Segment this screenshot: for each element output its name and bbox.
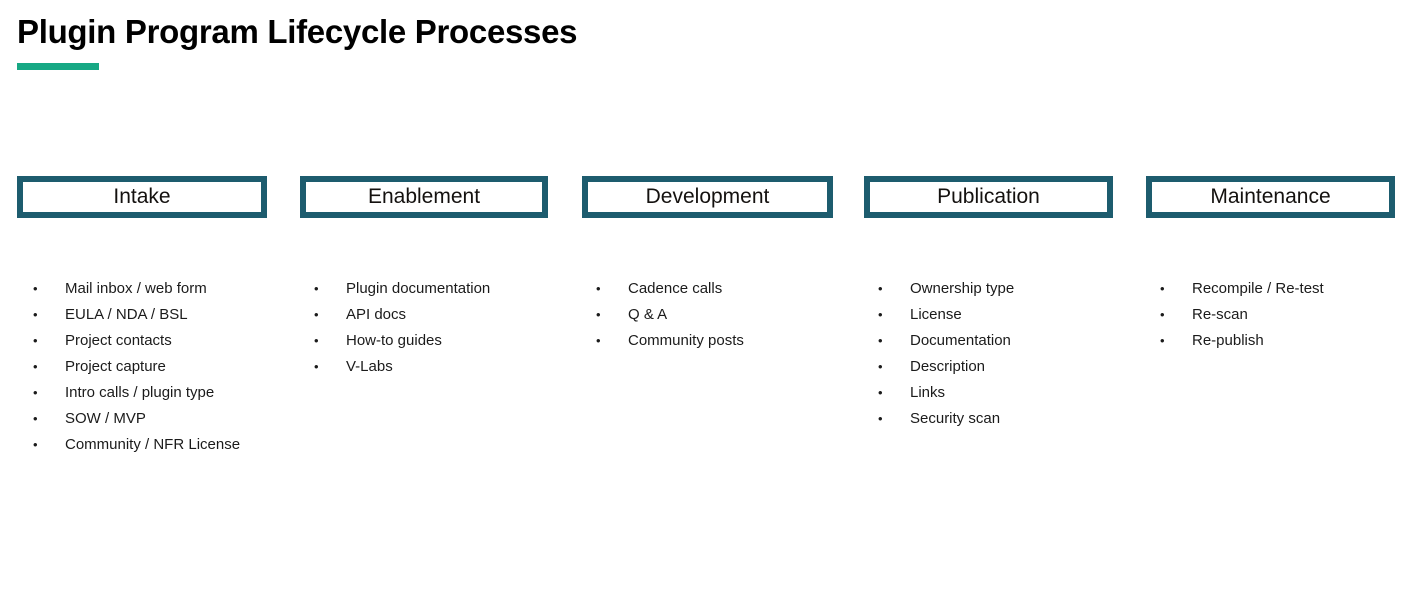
list-item: • Project contacts xyxy=(33,328,353,354)
stage-column-development: Development • Cadence calls • Q & A • Co… xyxy=(582,176,833,349)
bullet-icon: • xyxy=(314,333,319,348)
bullet-icon: • xyxy=(33,359,38,374)
list-item-label: Cadence calls xyxy=(628,280,723,297)
stage-item-list-intake: • Mail inbox / web form • EULA / NDA / B… xyxy=(33,276,353,458)
bullet-icon: • xyxy=(596,307,601,322)
stage-item-list-maintenance: • Recompile / Re-test • Re-scan • Re-pub… xyxy=(1160,276,1427,354)
stage-column-publication: Publication • Ownership type • License •… xyxy=(864,176,1113,427)
list-item-label: Q & A xyxy=(628,306,668,323)
list-item-label: Community posts xyxy=(628,332,744,349)
bullet-icon: • xyxy=(1160,307,1165,322)
list-item-label: API docs xyxy=(346,306,407,323)
bullet-icon: • xyxy=(878,281,883,296)
slide-header: Plugin Program Lifecycle Processes xyxy=(17,10,1357,70)
list-item-label: Community / NFR License xyxy=(65,436,241,453)
list-item-label: Re-scan xyxy=(1192,306,1248,323)
stage-header-publication[interactable]: Publication xyxy=(864,176,1113,218)
list-item: • How-to guides xyxy=(314,328,634,354)
bullet-icon: • xyxy=(878,333,883,348)
list-item-label: Project capture xyxy=(65,358,166,375)
bullet-icon: • xyxy=(878,411,883,426)
list-item: • Cadence calls xyxy=(596,276,916,302)
list-item-label: How-to guides xyxy=(346,332,442,349)
list-item: • Community posts xyxy=(596,328,916,354)
list-item-label: EULA / NDA / BSL xyxy=(65,306,188,323)
list-item: • SOW / MVP xyxy=(33,406,353,432)
list-item: • API docs xyxy=(314,302,634,328)
list-item-label: Project contacts xyxy=(65,332,172,349)
list-item: • Security scan xyxy=(878,406,1198,432)
list-item: • Documentation xyxy=(878,328,1198,354)
stage-header-intake[interactable]: Intake xyxy=(17,176,267,218)
stage-column-maintenance: Maintenance • Recompile / Re-test • Re-s… xyxy=(1146,176,1395,349)
bullet-icon: • xyxy=(596,281,601,296)
list-item: • Mail inbox / web form xyxy=(33,276,353,302)
list-item: • Community / NFR License xyxy=(33,432,353,458)
bullet-icon: • xyxy=(1160,281,1165,296)
list-item-label: Security scan xyxy=(910,410,1001,427)
list-item-label: Intro calls / plugin type xyxy=(65,384,215,401)
list-item: • Plugin documentation xyxy=(314,276,634,302)
list-item: • Description xyxy=(878,354,1198,380)
bullet-icon: • xyxy=(596,333,601,348)
bullet-icon: • xyxy=(33,411,38,426)
list-item-label: Re-publish xyxy=(1192,332,1264,349)
bullet-icon: • xyxy=(314,281,319,296)
list-item-label: Mail inbox / web form xyxy=(65,280,207,297)
lifecycle-process-row: Intake • Mail inbox / web form • EULA / … xyxy=(0,176,1427,476)
list-item: • Intro calls / plugin type xyxy=(33,380,353,406)
stage-title: Maintenance xyxy=(1210,185,1331,208)
stage-item-list-development: • Cadence calls • Q & A • Community post… xyxy=(596,276,916,354)
bullet-icon: • xyxy=(33,385,38,400)
list-item: • Links xyxy=(878,380,1198,406)
stage-column-enablement: Enablement • Plugin documentation • API … xyxy=(300,176,548,375)
list-item-label: Recompile / Re-test xyxy=(1192,280,1324,297)
list-item: • EULA / NDA / BSL xyxy=(33,302,353,328)
list-item-label: V-Labs xyxy=(346,358,393,375)
list-item: • License xyxy=(878,302,1198,328)
bullet-icon: • xyxy=(878,359,883,374)
bullet-icon: • xyxy=(878,307,883,322)
list-item-label: Ownership type xyxy=(910,280,1015,297)
list-item: • Re-publish xyxy=(1160,328,1427,354)
list-item-label: Documentation xyxy=(910,332,1011,349)
stage-header-development[interactable]: Development xyxy=(582,176,833,218)
list-item: • Project capture xyxy=(33,354,353,380)
stage-title: Enablement xyxy=(367,185,481,208)
bullet-icon: • xyxy=(314,307,319,322)
bullet-icon: • xyxy=(33,333,38,348)
list-item-label: License xyxy=(910,306,962,323)
list-item-label: Links xyxy=(910,384,946,401)
list-item: • V-Labs xyxy=(314,354,634,380)
stage-item-list-publication: • Ownership type • License • Documentati… xyxy=(878,276,1198,432)
list-item-label: Description xyxy=(910,358,986,375)
stage-header-maintenance[interactable]: Maintenance xyxy=(1146,176,1395,218)
list-item: • Ownership type xyxy=(878,276,1198,302)
stage-title: Intake xyxy=(113,185,171,208)
stage-header-enablement[interactable]: Enablement xyxy=(300,176,548,218)
list-item: • Recompile / Re-test xyxy=(1160,276,1427,302)
bullet-icon: • xyxy=(33,437,38,452)
bullet-icon: • xyxy=(33,307,38,322)
stage-column-intake: Intake • Mail inbox / web form • EULA / … xyxy=(17,176,267,453)
bullet-icon: • xyxy=(314,359,319,374)
stage-item-list-enablement: • Plugin documentation • API docs • How-… xyxy=(314,276,634,380)
bullet-icon: • xyxy=(878,385,883,400)
stage-title: Development xyxy=(645,185,770,208)
list-item-label: Plugin documentation xyxy=(346,280,491,297)
bullet-icon: • xyxy=(33,281,38,296)
list-item-label: SOW / MVP xyxy=(65,410,146,427)
bullet-icon: • xyxy=(1160,333,1165,348)
stage-title: Publication xyxy=(937,185,1040,208)
title-accent-bar xyxy=(17,63,99,70)
list-item: • Re-scan xyxy=(1160,302,1427,328)
page-title: Plugin Program Lifecycle Processes xyxy=(17,13,578,50)
list-item: • Q & A xyxy=(596,302,916,328)
